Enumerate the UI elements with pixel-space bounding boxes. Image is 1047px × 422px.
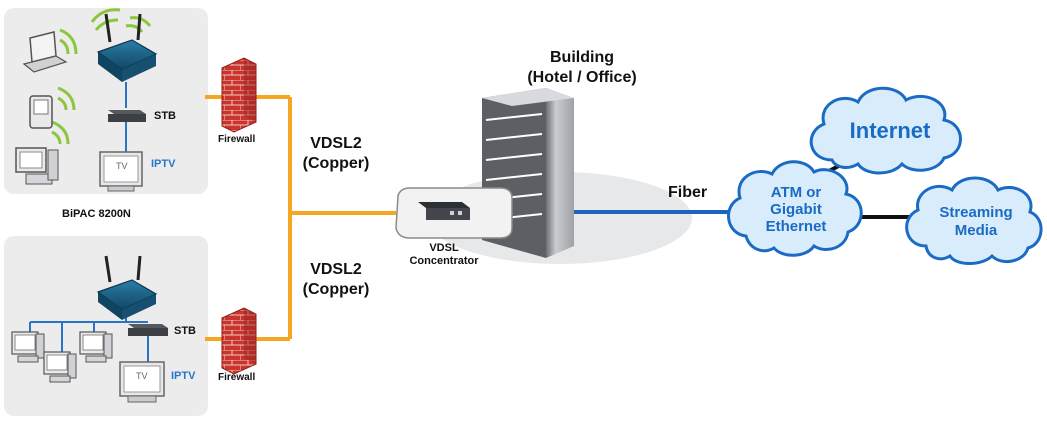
atm-line3: Ethernet <box>748 218 844 235</box>
vdsl2-bottom-label: VDSL2 (Copper) <box>296 260 376 300</box>
vdsl2-bottom-line1: VDSL2 <box>296 260 376 280</box>
firewall-top-icon <box>222 58 256 132</box>
tv-bottom-icon <box>120 362 164 402</box>
tv-bottom-label: TV <box>136 371 148 381</box>
internet-label: Internet <box>830 118 950 144</box>
streaming-line1: Streaming <box>924 204 1028 222</box>
concentrator-line2: Concentrator <box>402 255 486 268</box>
fiber-label: Fiber <box>668 184 707 202</box>
atm-line2: Gigabit <box>748 201 844 218</box>
tv-top-label: TV <box>116 161 128 171</box>
building-label: Building (Hotel / Office) <box>520 48 644 88</box>
streaming-label: Streaming Media <box>924 204 1028 240</box>
stb-top-icon <box>108 110 146 122</box>
vdsl2-top-line1: VDSL2 <box>296 134 376 154</box>
concentrator-line1: VDSL <box>402 242 486 255</box>
firewall-top-label: Firewall <box>218 134 255 145</box>
concentrator-label: VDSL Concentrator <box>402 242 486 268</box>
bipac-label: BiPAC 8200N <box>62 208 131 220</box>
vdsl2-bottom-line2: (Copper) <box>296 280 376 300</box>
vdsl2-top-line2: (Copper) <box>296 154 376 174</box>
building-line2: (Hotel / Office) <box>520 68 644 88</box>
stb-bottom-label: STB <box>174 325 196 337</box>
streaming-line2: Media <box>924 222 1028 240</box>
stb-top-label: STB <box>154 110 176 122</box>
atm-line1: ATM or <box>748 184 844 201</box>
stb-bottom-icon <box>128 324 168 336</box>
tv-top-icon <box>100 152 142 191</box>
firewall-bottom-icon <box>222 308 256 374</box>
atm-label: ATM or Gigabit Ethernet <box>748 184 844 235</box>
firewall-bottom-label: Firewall <box>218 372 255 383</box>
vdsl2-top-label: VDSL2 (Copper) <box>296 134 376 174</box>
building-line1: Building <box>520 48 644 68</box>
pda-icon <box>30 96 52 128</box>
iptv-top-label: IPTV <box>151 158 175 170</box>
iptv-bottom-label: IPTV <box>171 370 195 382</box>
vdsl-concentrator-icon <box>396 188 512 238</box>
